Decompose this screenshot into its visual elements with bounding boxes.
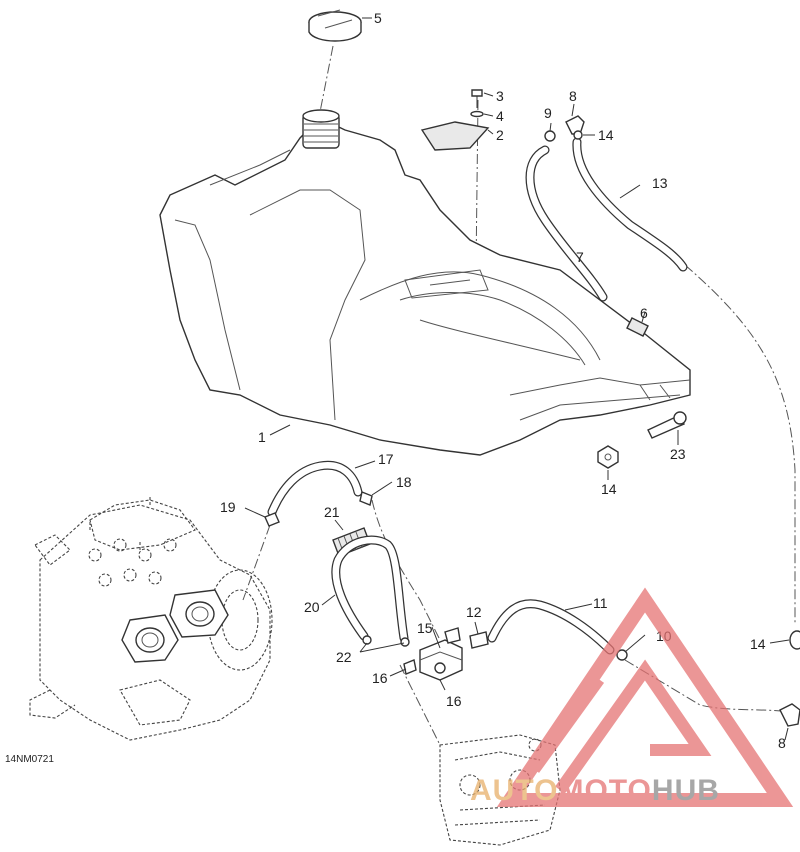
callout-14-bottom: 14: [750, 636, 766, 652]
fuel-hose-11: [469, 599, 628, 661]
callout-3: 3: [496, 88, 504, 104]
callout-4: 4: [496, 108, 504, 124]
leader-lines: [244, 17, 790, 741]
carburetor-assembly: [439, 734, 561, 846]
fuel-tank: [159, 109, 691, 456]
diagram-code: 14NM0721: [5, 754, 54, 765]
callout-21: 21: [324, 504, 340, 520]
callout-9: 9: [544, 105, 552, 121]
callout-11: 11: [593, 595, 608, 611]
watermark-text: AUTOMOTOHUB: [470, 774, 720, 807]
lower-vent-fittings: [779, 630, 800, 727]
callout-22: 22: [336, 649, 352, 665]
callout-14-top: 14: [598, 127, 614, 143]
callout-18: 18: [396, 474, 412, 490]
callout-13: 13: [652, 175, 668, 191]
callout-16-b: 16: [372, 670, 388, 686]
callout-numbers: 5 3 4 2 9 8 14 13 7 6 1 23 14 17 18 19 2…: [5, 10, 786, 765]
callout-15: 16: [446, 693, 462, 709]
callout-17: 17: [378, 451, 394, 467]
engine: [29, 495, 273, 741]
watermark: AUTOMOTOHUB: [470, 587, 794, 807]
callout-2: 2: [496, 127, 504, 143]
callout-16-a: 15: [417, 620, 433, 636]
callout-20: 20: [304, 599, 320, 615]
callout-19: 19: [220, 499, 236, 515]
vent-hoses-upper: [525, 115, 688, 337]
fuel-pump-15: [403, 627, 463, 681]
callout-1: 1: [258, 429, 266, 445]
callout-8-top: 8: [569, 88, 577, 104]
callout-16-nut: 14: [601, 481, 617, 497]
mount-stud-and-nut: [597, 411, 687, 469]
callout-7: 7: [576, 249, 584, 265]
pump-plate-parts: [420, 89, 490, 151]
callout-6: 6: [640, 305, 648, 321]
fuel-hose-20: [331, 535, 410, 647]
callout-5: 5: [374, 10, 382, 26]
callout-8-bottom: 8: [778, 735, 786, 751]
callout-23: 23: [670, 446, 686, 462]
callout-12: 12: [466, 604, 482, 620]
filler-cap: [308, 9, 362, 42]
fuel-hose-17: [264, 460, 373, 527]
